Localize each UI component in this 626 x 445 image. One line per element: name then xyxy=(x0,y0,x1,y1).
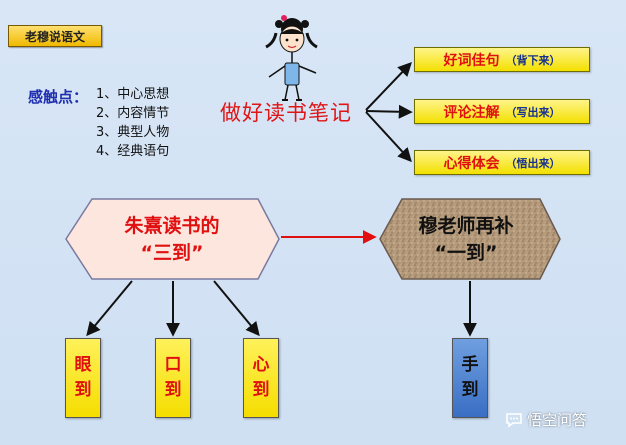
heart-arrival-box: 心 到 xyxy=(243,338,279,418)
note-paren-label: （背下来） xyxy=(505,53,561,67)
touch-point-item: 1、中心思想 xyxy=(96,87,170,102)
zhu-xi-label: 朱熹读书的 “三到” xyxy=(72,210,272,270)
box-char: 到 xyxy=(252,380,270,400)
arrow-to-note-2 xyxy=(365,104,413,119)
note-pill-3: 心得体会 （悟出来） xyxy=(414,150,590,175)
note-main-label: 心得体会 xyxy=(443,155,500,172)
box-char: 眼 xyxy=(74,355,92,375)
note-pill-1: 好词佳句 （背下来） xyxy=(414,47,590,72)
note-paren-label: （悟出来） xyxy=(505,156,561,170)
arrow-to-note-3 xyxy=(365,111,412,163)
mouth-arrival-box: 口 到 xyxy=(155,338,191,418)
note-main-label: 评论注解 xyxy=(443,104,500,121)
box-char: 到 xyxy=(74,380,92,400)
arrow-to-eye xyxy=(86,280,133,337)
touch-point-item: 4、经典语句 xyxy=(96,144,170,159)
brand-label: 老穆说语文 xyxy=(24,29,85,44)
touch-points-title: 感触点： xyxy=(28,88,89,106)
box-char: 到 xyxy=(461,380,479,400)
touch-point-item: 3、典型人物 xyxy=(96,125,170,140)
arrow-to-heart xyxy=(213,280,260,337)
teacher-mu-line2: “一到” xyxy=(434,242,498,264)
note-main-label: 好词佳句 xyxy=(443,52,500,69)
brand-tag: 老穆说语文 xyxy=(8,25,102,47)
touch-point-item: 2、内容情节 xyxy=(96,106,170,121)
eye-arrival-box: 眼 到 xyxy=(65,338,101,418)
teacher-mu-line1: 穆老师再补 xyxy=(418,215,514,237)
box-char: 心 xyxy=(252,355,270,375)
watermark: 悟空问答 xyxy=(505,409,587,430)
watermark-text: 悟空问答 xyxy=(527,411,588,429)
main-title: 做好读书笔记 xyxy=(220,101,352,125)
note-paren-label: （写出来） xyxy=(505,105,561,119)
teacher-mu-label: 穆老师再补 “一到” xyxy=(388,210,544,270)
zhu-xi-line1: 朱熹读书的 xyxy=(124,215,220,237)
hexagon-zhu-xi xyxy=(65,198,280,280)
touch-points-list: 1、中心思想 2、内容情节 3、典型人物 4、经典语句 xyxy=(96,85,169,161)
zhu-xi-line2: “三到” xyxy=(140,242,204,264)
box-char: 手 xyxy=(461,355,479,375)
hand-arrival-box: 手 到 xyxy=(452,338,488,418)
box-char: 口 xyxy=(164,355,182,375)
speech-bubble-icon xyxy=(506,412,522,428)
arrow-to-note-1 xyxy=(365,61,412,111)
cartoon-girl-illustration xyxy=(265,15,318,101)
note-pill-2: 评论注解 （写出来） xyxy=(414,99,590,124)
hexagon-teacher-mu xyxy=(379,198,561,280)
box-char: 到 xyxy=(164,380,182,400)
